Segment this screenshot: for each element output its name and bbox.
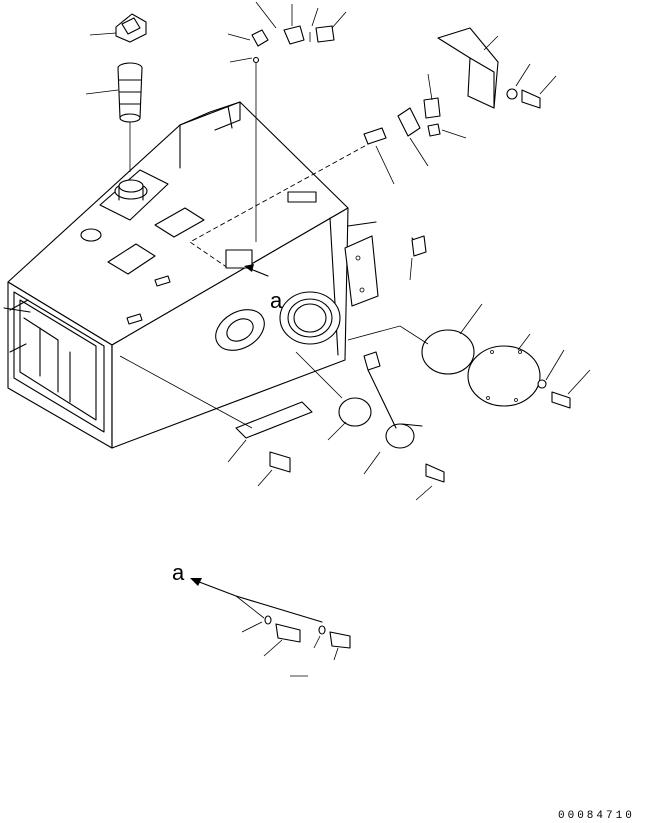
strainer [85,62,143,172]
gauge-port: a [225,249,283,313]
drawing-code: 00084710 [558,810,635,822]
view-label-a: a [270,288,283,313]
side-access-ports [215,291,341,351]
cover-gaskets [347,303,591,409]
sender-unit [295,351,445,501]
tank-top-details [80,191,317,325]
drain-valve-fittings [363,73,467,185]
filler-neck [99,169,169,221]
filler-cap [89,13,147,43]
fuel-tank [3,101,349,449]
breather-fittings [227,1,347,242]
detail-label-a: a [172,560,185,585]
detail-a: a [172,560,351,677]
guard-bracket [119,355,313,487]
side-mounting-plate [344,221,427,307]
cover-bracket [437,27,557,109]
